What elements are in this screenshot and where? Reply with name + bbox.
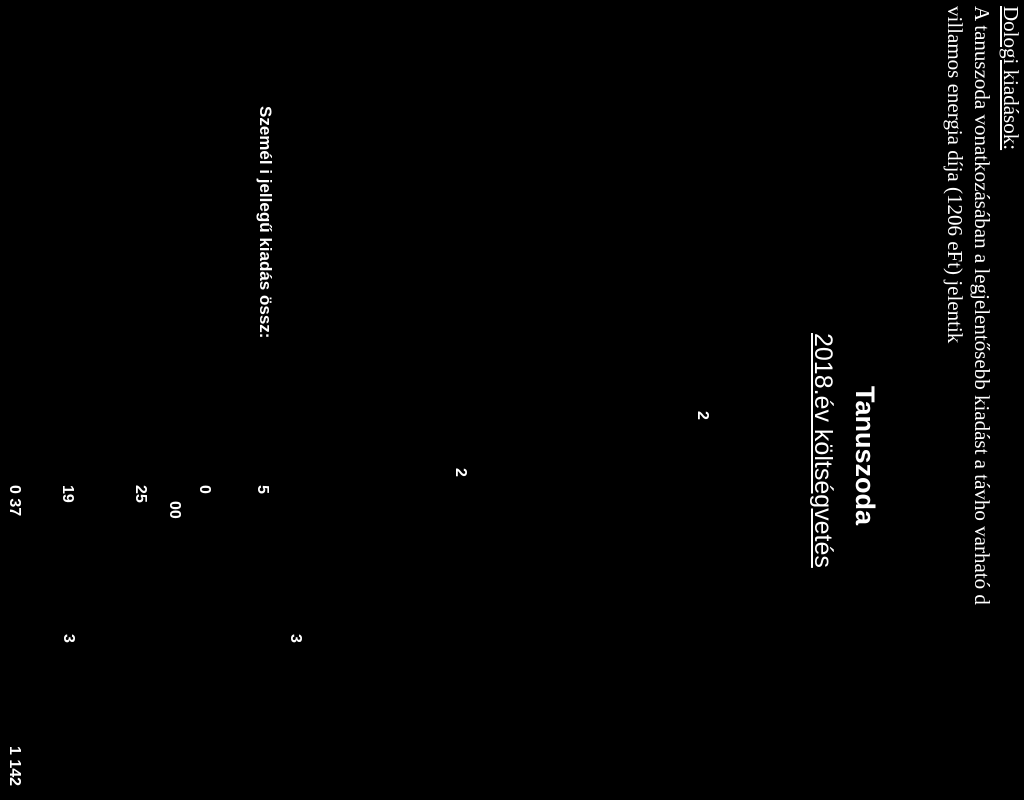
paragraph-line-1: A tanuszoda vonatkozásában a legjelentős… xyxy=(970,6,994,605)
value-fragment: 0 xyxy=(196,485,213,494)
section-heading: Dologi kiadások: xyxy=(999,6,1023,151)
value-fragment: 2 xyxy=(452,468,469,477)
value-fragment: 5 xyxy=(254,485,271,494)
value-fragment: 1 142 xyxy=(6,746,23,787)
value-fragment: 00 xyxy=(166,501,183,519)
value-fragment: 19 xyxy=(59,485,76,503)
value-fragment: 25 xyxy=(132,485,149,503)
value-fragment: 3 xyxy=(60,634,77,643)
value-fragment: 3 xyxy=(287,634,304,643)
paragraph-line-2: villamos energia díja (1206 eFt) jelenti… xyxy=(943,6,967,344)
value-fragment: 2 xyxy=(694,411,711,420)
row-label: Személ i jellegű kiadás össz: xyxy=(256,106,275,339)
value-fragment: 0 37 xyxy=(6,485,23,517)
budget-title: Tanuszoda xyxy=(850,386,880,526)
budget-subtitle: 2018.év költségvetés xyxy=(809,333,837,568)
